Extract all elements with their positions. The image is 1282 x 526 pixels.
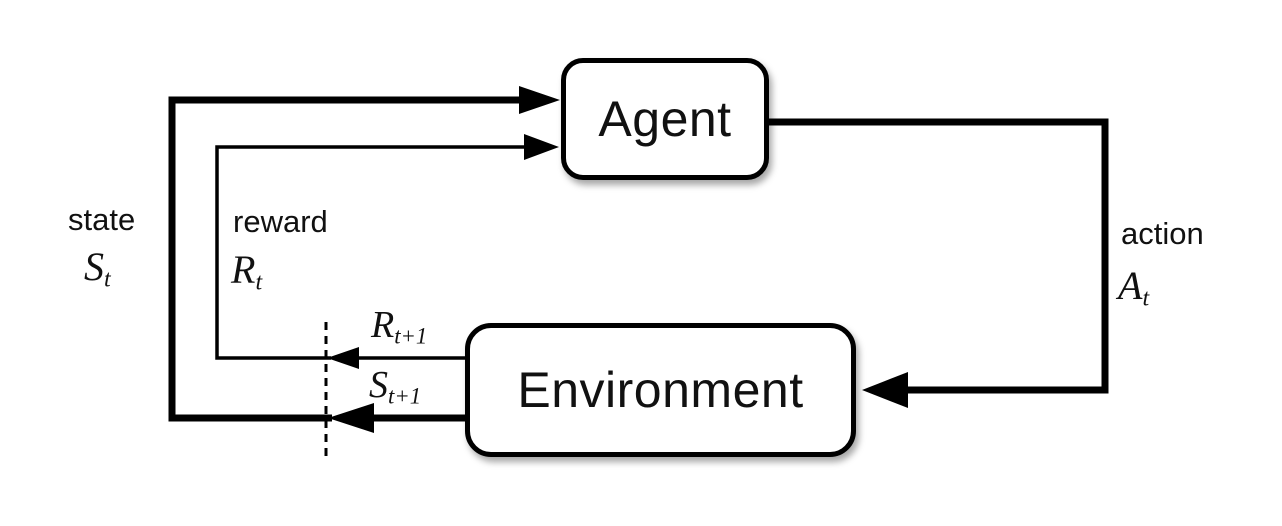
state-line-to-agent	[168, 96, 526, 422]
environment-box-label: Environment	[517, 362, 804, 418]
reward-arrowhead-at-divider	[327, 347, 359, 369]
next-reward-symbol-letter: R	[371, 304, 395, 346]
state-label: state	[68, 202, 136, 237]
state-symbol: St	[84, 244, 111, 292]
state-symbol-subscript: t	[104, 266, 111, 293]
agent-box: Agent	[561, 58, 769, 180]
state-arrowhead-at-divider	[328, 403, 374, 433]
next-state-symbol-letter: S	[369, 364, 388, 406]
reward-symbol: Rt	[231, 247, 262, 295]
action-label: action	[1121, 216, 1204, 251]
state-arrowhead-at-agent	[519, 86, 560, 114]
next-state-symbol: St+1	[369, 364, 421, 407]
action-symbol-letter: A	[1118, 263, 1143, 308]
reward-symbol-letter: R	[231, 247, 256, 292]
action-line	[769, 118, 1109, 394]
action-arrowhead-at-environment	[862, 372, 908, 408]
reward-line-to-agent	[215, 145, 528, 360]
reward-arrowhead-at-agent	[524, 134, 559, 160]
action-arrow	[769, 118, 1109, 408]
next-reward-symbol: Rt+1	[371, 304, 427, 347]
reward-symbol-subscript: t	[255, 269, 263, 296]
action-symbol: At	[1118, 263, 1149, 311]
agent-box-label: Agent	[598, 91, 732, 147]
reward-arrow	[215, 134, 559, 369]
reward-label: reward	[233, 204, 328, 239]
next-reward-symbol-subscript: t+1	[394, 323, 428, 349]
action-symbol-subscript: t	[1142, 285, 1150, 312]
environment-box: Environment	[465, 323, 856, 457]
next-state-symbol-subscript: t+1	[388, 383, 422, 409]
state-symbol-letter: S	[84, 244, 104, 289]
state-arrow	[168, 86, 560, 433]
